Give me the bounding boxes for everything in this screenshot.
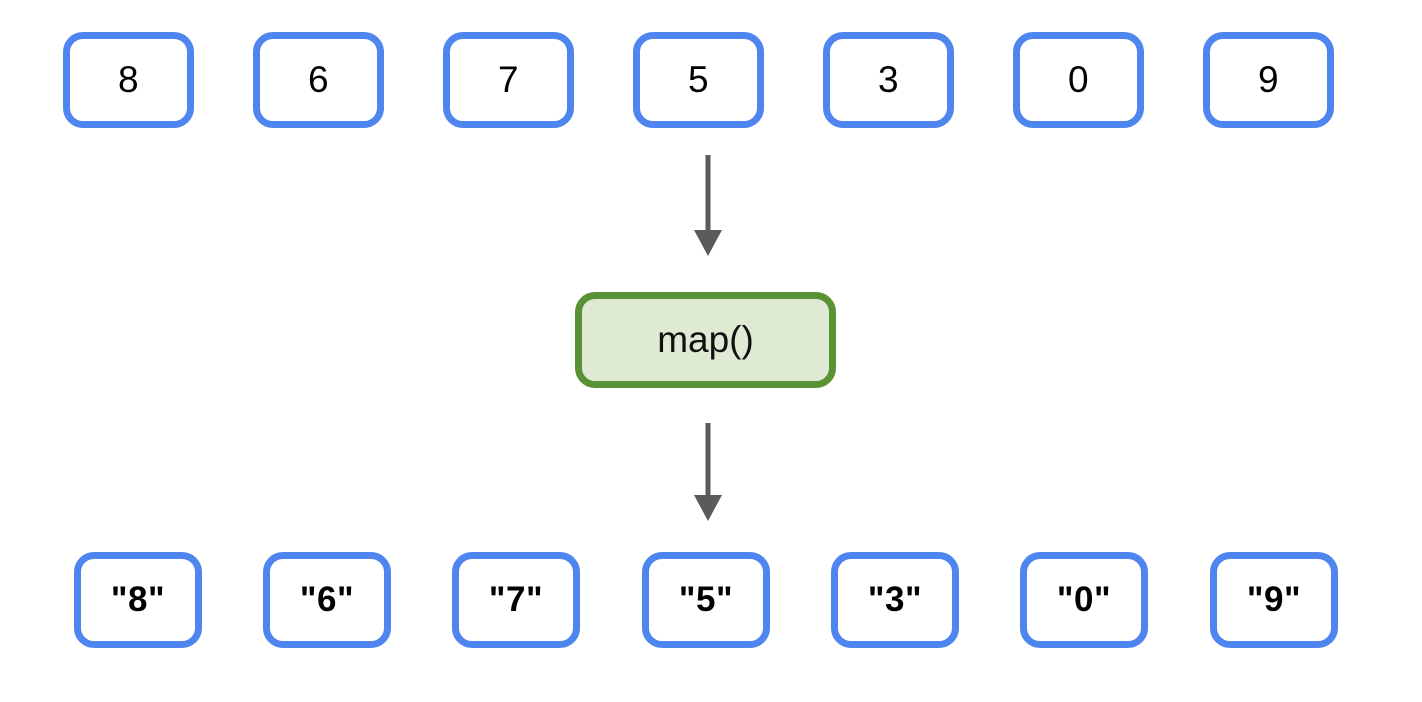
output-node-3-label: "5" — [678, 580, 734, 619]
input-node-0[interactable]: 8 — [63, 32, 194, 128]
input-node-2[interactable]: 7 — [443, 32, 574, 128]
input-node-4-label: 3 — [877, 59, 900, 100]
output-node-2[interactable]: "7" — [452, 552, 580, 648]
input-node-1[interactable]: 6 — [253, 32, 384, 128]
output-node-2-label: "7" — [488, 580, 544, 619]
output-node-0-label: "8" — [110, 580, 166, 619]
input-node-2-label: 7 — [497, 59, 520, 100]
output-node-6-label: "9" — [1246, 580, 1302, 619]
map-operation-label: map() — [657, 319, 754, 360]
input-node-6[interactable]: 9 — [1203, 32, 1334, 128]
output-node-4-label: "3" — [867, 580, 923, 619]
input-node-1-label: 6 — [307, 59, 330, 100]
arrow-map-to-output-head — [694, 495, 722, 521]
output-node-5[interactable]: "0" — [1020, 552, 1148, 648]
input-node-3[interactable]: 5 — [633, 32, 764, 128]
input-node-5[interactable]: 0 — [1013, 32, 1144, 128]
output-node-1-label: "6" — [299, 580, 355, 619]
map-operation-node[interactable]: map() — [575, 292, 836, 388]
output-node-6[interactable]: "9" — [1210, 552, 1338, 648]
output-node-4[interactable]: "3" — [831, 552, 959, 648]
input-node-0-label: 8 — [117, 59, 140, 100]
input-node-5-label: 0 — [1067, 59, 1090, 100]
arrow-map-to-output — [694, 423, 722, 521]
output-node-3[interactable]: "5" — [642, 552, 770, 648]
input-node-6-label: 9 — [1257, 59, 1280, 100]
input-node-3-label: 5 — [687, 59, 710, 100]
output-node-5-label: "0" — [1056, 580, 1112, 619]
arrow-input-to-map — [694, 155, 722, 256]
input-node-4[interactable]: 3 — [823, 32, 954, 128]
output-node-0[interactable]: "8" — [74, 552, 202, 648]
output-node-1[interactable]: "6" — [263, 552, 391, 648]
arrow-input-to-map-head — [694, 230, 722, 256]
